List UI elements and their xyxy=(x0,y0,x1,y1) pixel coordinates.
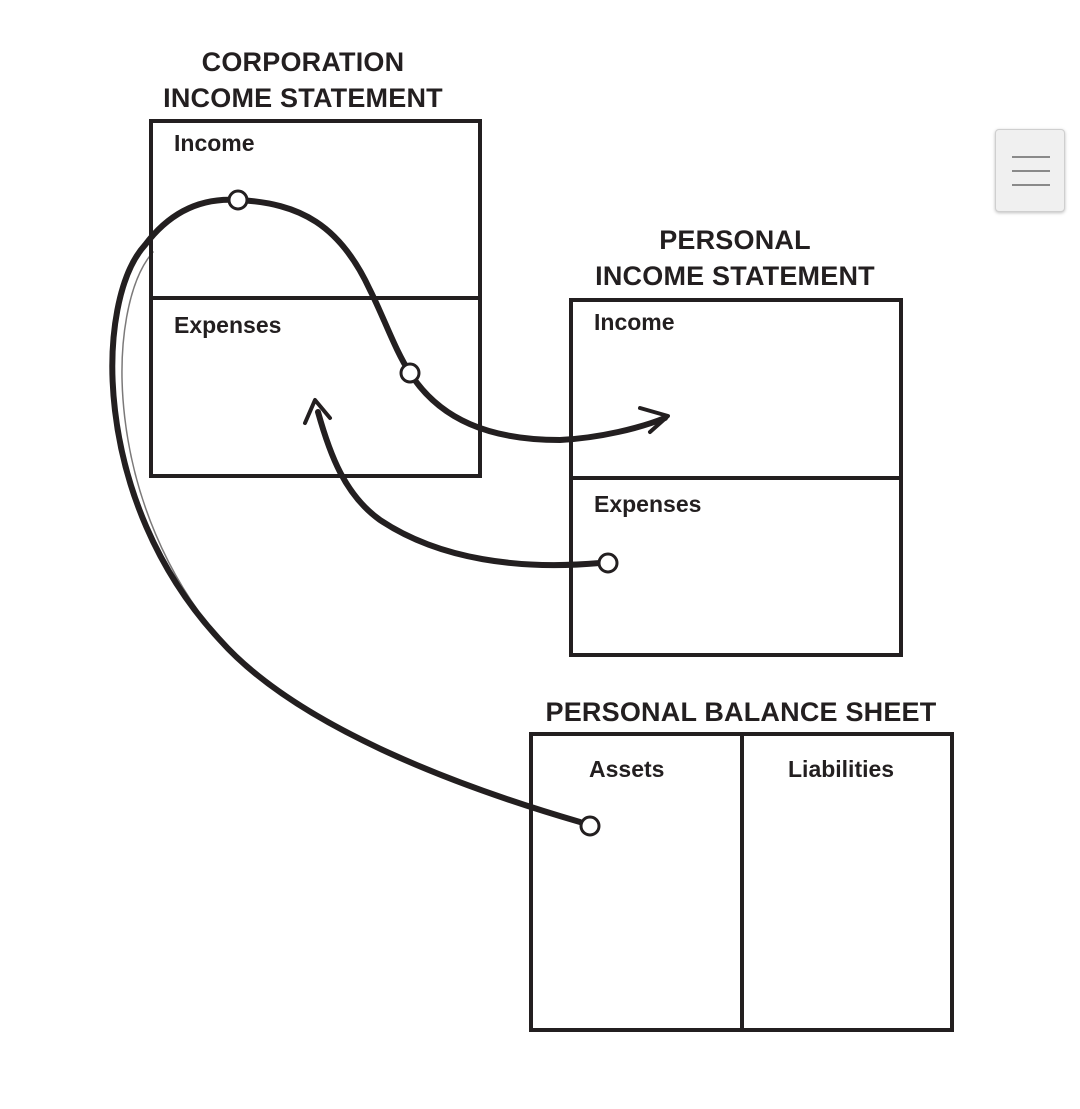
menu-button[interactable] xyxy=(995,129,1065,212)
assets-node xyxy=(579,815,601,837)
personal-expenses-node xyxy=(597,552,619,574)
corporation-expenses-box xyxy=(149,296,482,478)
corporation-title-line1: CORPORATION xyxy=(201,47,405,77)
asset-to-corporate-income-flow-texture xyxy=(121,251,564,819)
assets-label: Assets xyxy=(589,756,665,782)
personal-title-line1: PERSONAL xyxy=(659,225,811,255)
liabilities-label: Liabilities xyxy=(788,756,895,782)
liabilities-box xyxy=(740,732,954,1032)
personal-expenses-label: Expenses xyxy=(594,491,702,517)
personal-income-label: Income xyxy=(594,309,675,335)
corporate-income-node xyxy=(227,189,249,211)
personal-income-arrowhead xyxy=(638,406,670,434)
corporate-expenses-arrowhead xyxy=(303,398,332,425)
corporation-income-statement-title: CORPORATION INCOME STATEMENT xyxy=(150,44,456,116)
corporate-income-to-personal-income-flow xyxy=(235,197,668,443)
personal-balance-sheet-title: PERSONAL BALANCE SHEET xyxy=(545,697,937,727)
corporation-title-line2: INCOME STATEMENT xyxy=(163,83,443,113)
personal-expense-to-corporate-expense-flow xyxy=(315,409,603,569)
personal-title-line2: INCOME STATEMENT xyxy=(595,261,875,291)
asset-to-corporate-income-flow xyxy=(109,196,583,825)
corporation-expenses-label: Expenses xyxy=(174,312,282,338)
corporation-income-label: Income xyxy=(174,130,255,156)
corporate-expenses-node xyxy=(399,362,421,384)
personal-income-statement-title: PERSONAL INCOME STATEMENT xyxy=(580,222,890,294)
